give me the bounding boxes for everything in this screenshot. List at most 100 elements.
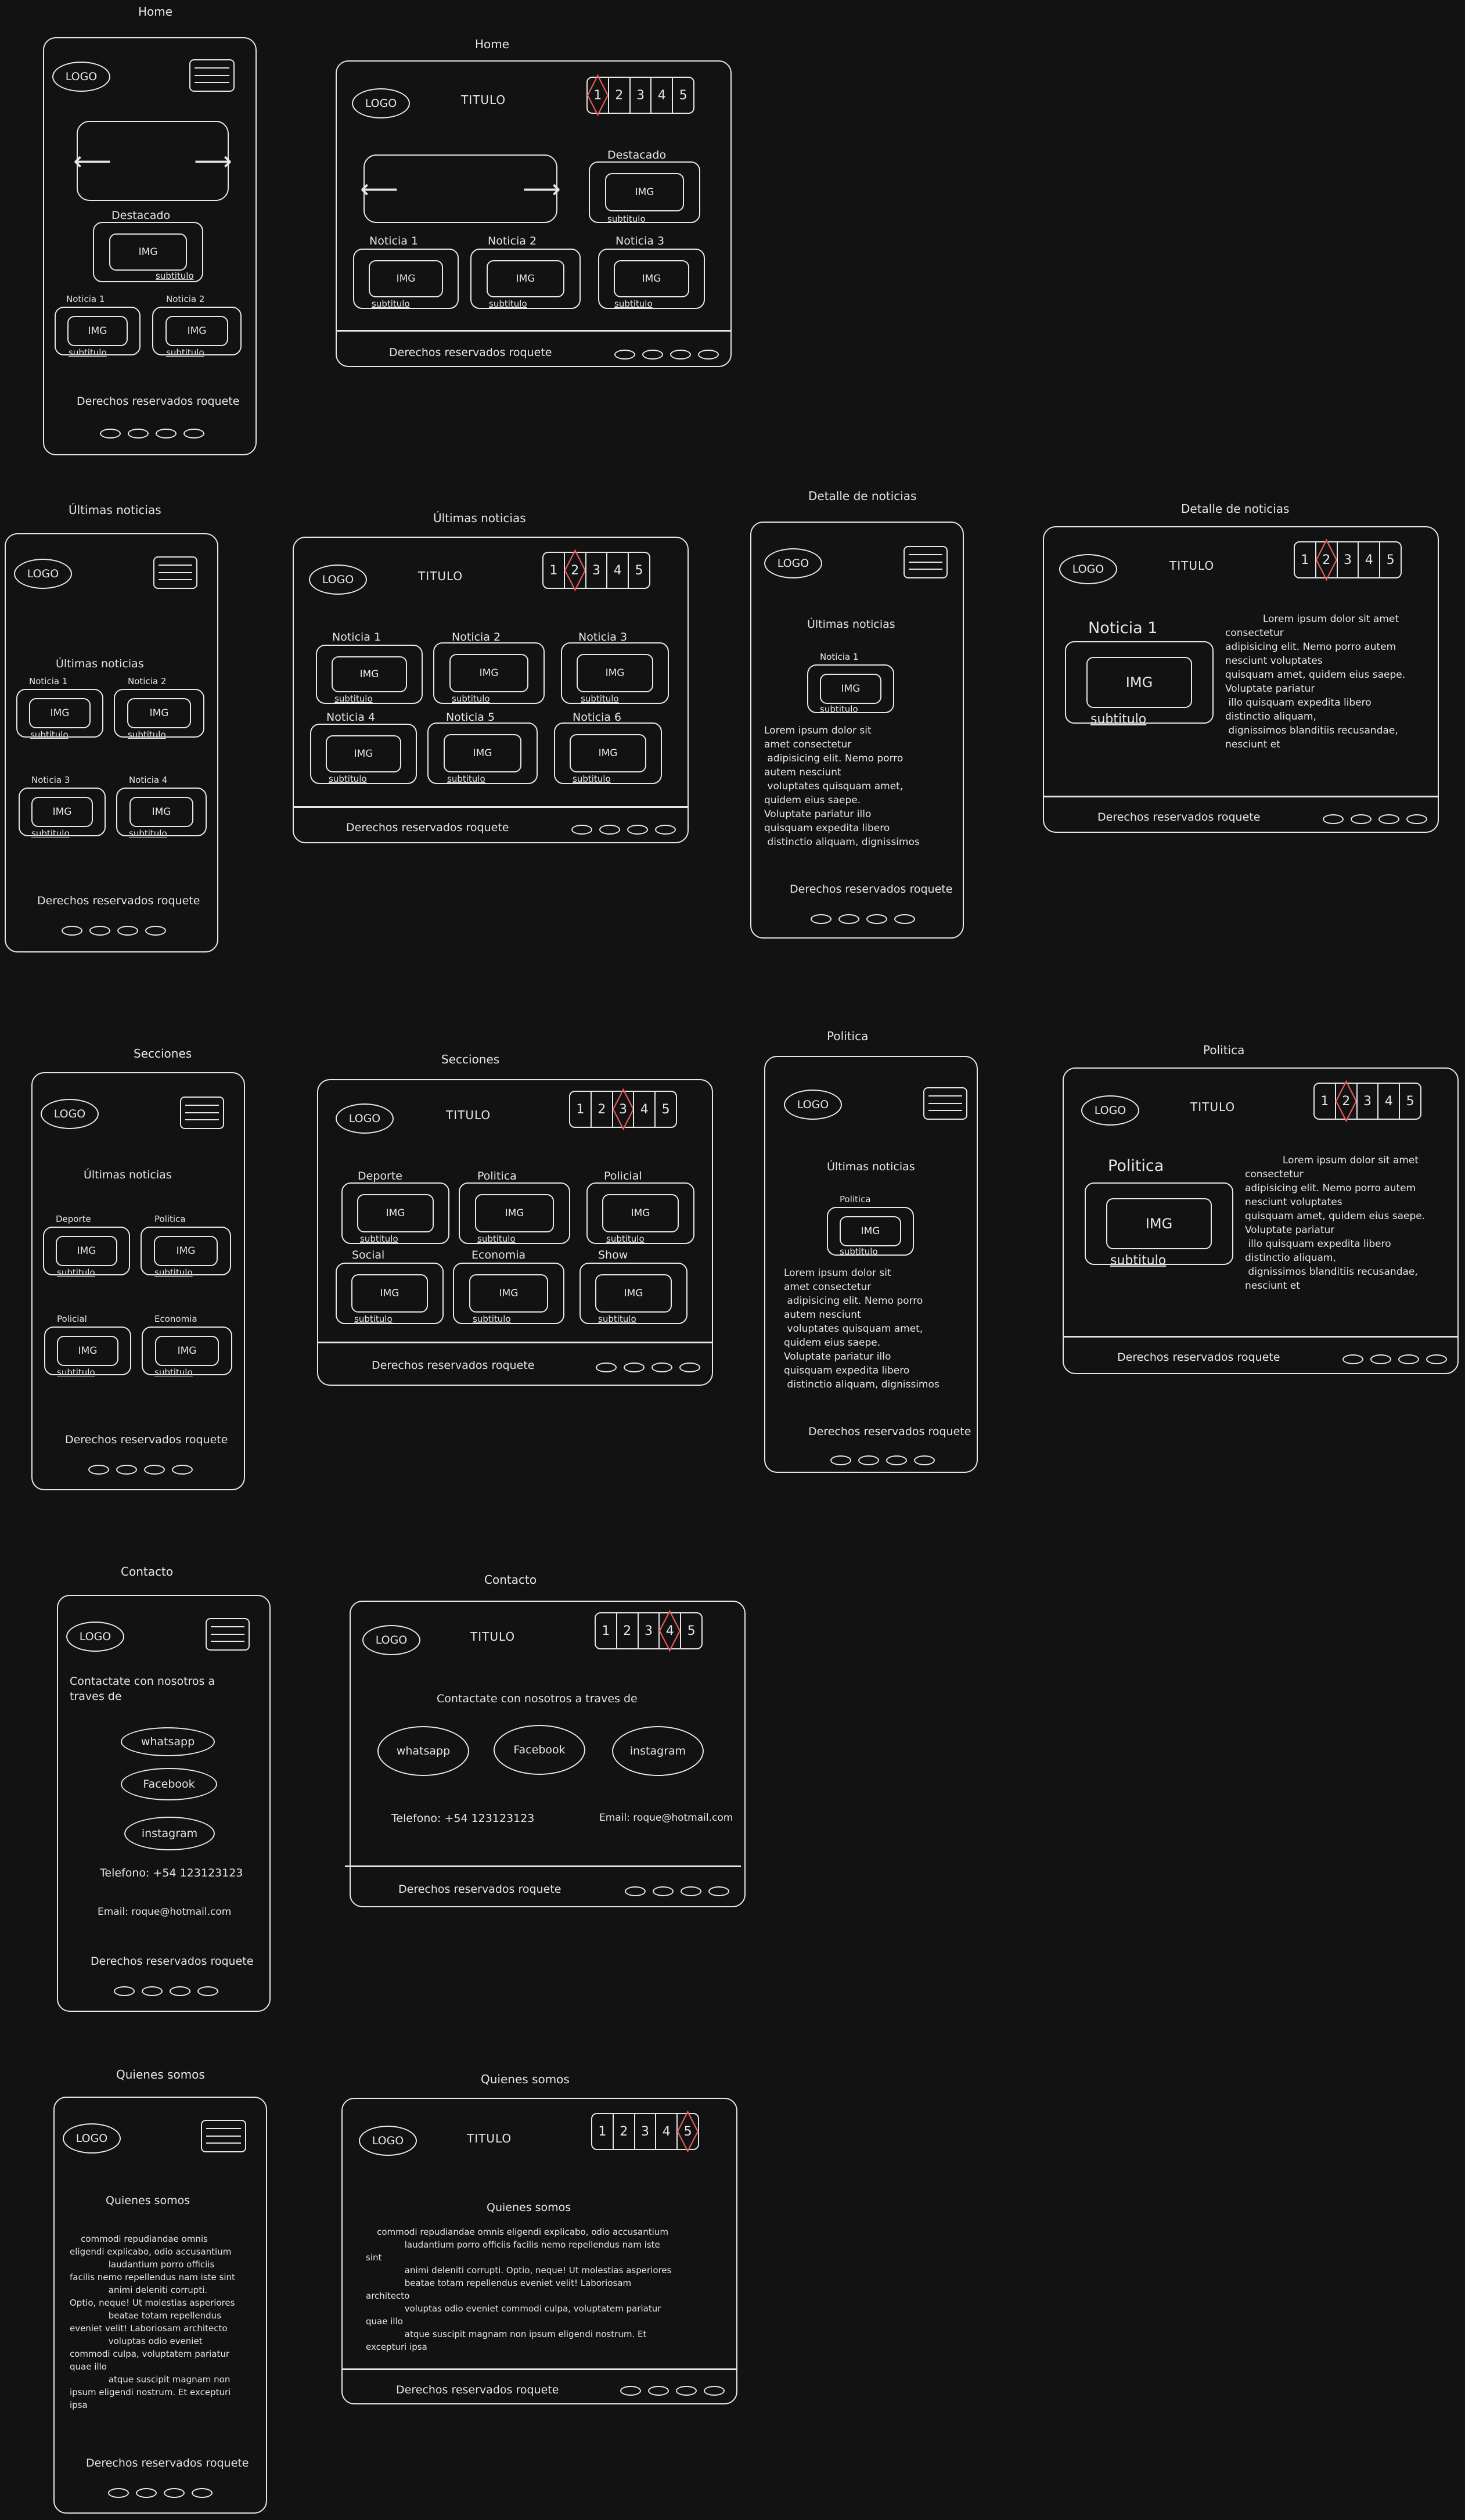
news-image[interactable]: IMG	[427, 722, 538, 784]
news-image[interactable]: IMG	[433, 642, 545, 704]
tab-2[interactable]: 2	[1315, 538, 1337, 581]
tab-5[interactable]: 5	[676, 2110, 699, 2153]
social-dots[interactable]	[1342, 1354, 1447, 1364]
logo[interactable]: LOGO	[1081, 1095, 1139, 1126]
tab-4[interactable]: 4	[1358, 542, 1379, 577]
hamburger-menu-icon[interactable]	[206, 1618, 250, 1651]
logo[interactable]: LOGO	[362, 1625, 420, 1655]
instagram-button[interactable]: instagram	[612, 1726, 704, 1776]
tab-4[interactable]: 4	[1377, 1084, 1399, 1119]
tab-4[interactable]: 4	[658, 1609, 681, 1652]
tab-2[interactable]: 2	[612, 2114, 634, 2149]
tab-5[interactable]: 5	[680, 1613, 701, 1648]
logo[interactable]: LOGO	[309, 565, 367, 595]
news-image[interactable]: IMG	[114, 689, 204, 738]
tab-5[interactable]: 5	[654, 1092, 676, 1127]
social-dots[interactable]	[100, 429, 204, 438]
tab-1[interactable]: 1	[602, 1623, 610, 1638]
news-image[interactable]: IMG	[16, 689, 103, 738]
logo[interactable]: LOGO	[359, 2126, 417, 2156]
social-dots[interactable]	[88, 1465, 193, 1475]
nav-tabs[interactable]: 1 2 3 4 5	[542, 549, 650, 592]
section-image[interactable]: IMG	[459, 1182, 570, 1244]
section-image[interactable]: IMG	[453, 1263, 564, 1324]
news-image[interactable]: IMG	[807, 664, 894, 713]
nav-tabs[interactable]: 1 2 3 4 5	[1313, 1080, 1421, 1123]
nav-tabs[interactable]: 1 2 3 4 5	[595, 1609, 703, 1652]
social-dots[interactable]	[620, 2386, 725, 2396]
logo[interactable]: LOGO	[764, 548, 822, 578]
news-image[interactable]: IMG	[561, 642, 669, 704]
social-dots[interactable]	[114, 1986, 218, 1996]
carousel[interactable]: ⟵ ⟶	[73, 121, 232, 201]
news-image[interactable]: IMG	[55, 307, 141, 355]
tab-2[interactable]: 2	[1334, 1080, 1357, 1123]
news-image[interactable]: IMG	[19, 788, 106, 836]
tab-1[interactable]: 1	[1320, 1094, 1329, 1109]
nav-tabs[interactable]: 1 2 3 4 5	[586, 74, 694, 117]
news-image[interactable]: IMG	[470, 249, 581, 309]
tab-5[interactable]: 5	[628, 553, 649, 588]
tab-3[interactable]: 3	[629, 78, 651, 113]
tab-1[interactable]: 1	[549, 563, 558, 578]
tab-1[interactable]: 1	[598, 2124, 607, 2139]
news-image[interactable]: IMG	[316, 645, 423, 704]
section-image[interactable]: IMG	[44, 1326, 131, 1375]
logo[interactable]: LOGO	[784, 1090, 842, 1120]
news-image[interactable]: IMG	[598, 249, 705, 309]
news-image[interactable]: IMG	[116, 788, 207, 836]
social-dots[interactable]	[811, 914, 915, 924]
instagram-button[interactable]: instagram	[124, 1817, 215, 1850]
section-image[interactable]: IMG	[586, 1182, 694, 1244]
tab-4[interactable]: 4	[655, 2114, 676, 2149]
tab-3[interactable]: 3	[637, 1613, 659, 1648]
logo[interactable]: LOGO	[352, 88, 410, 118]
tab-3[interactable]: 3	[585, 553, 607, 588]
logo[interactable]: LOGO	[1059, 554, 1117, 584]
logo[interactable]: LOGO	[52, 62, 110, 92]
section-image[interactable]: IMG	[43, 1227, 130, 1275]
hamburger-menu-icon[interactable]	[189, 59, 235, 92]
nav-tabs[interactable]: 1 2 3 4 5	[569, 1088, 677, 1131]
logo[interactable]: LOGO	[14, 559, 72, 589]
politica-detail-image[interactable]: IMG	[1085, 1182, 1233, 1265]
tab-2[interactable]: 2	[563, 549, 586, 592]
carousel[interactable]: ⟵ ⟶	[360, 154, 561, 223]
logo[interactable]: LOGO	[66, 1622, 124, 1652]
logo[interactable]: LOGO	[41, 1099, 99, 1129]
section-image[interactable]: IMG	[141, 1227, 231, 1275]
social-dots[interactable]	[1323, 814, 1427, 824]
arrow-left-icon[interactable]: ⟵	[360, 173, 398, 204]
news-image[interactable]: IMG	[310, 724, 417, 784]
tab-2[interactable]: 2	[615, 1613, 638, 1648]
tab-2[interactable]: 2	[607, 78, 629, 113]
social-dots[interactable]	[62, 926, 166, 936]
arrow-right-icon[interactable]: ⟶	[523, 173, 561, 204]
whatsapp-button[interactable]: whatsapp	[377, 1726, 469, 1776]
social-dots[interactable]	[571, 825, 676, 835]
contact-email[interactable]: Email: roque@hotmail.com	[98, 1906, 232, 1918]
social-dots[interactable]	[625, 1886, 729, 1896]
featured-image[interactable]: IMG	[589, 161, 700, 223]
news-image[interactable]: IMG	[353, 249, 459, 309]
nav-tabs[interactable]: 1 2 3 4 5	[1294, 538, 1402, 581]
facebook-button[interactable]: Facebook	[121, 1768, 217, 1800]
facebook-button[interactable]: Facebook	[494, 1725, 585, 1775]
hamburger-menu-icon[interactable]	[180, 1097, 224, 1129]
arrow-right-icon[interactable]: ⟶	[194, 145, 232, 177]
hamburger-menu-icon[interactable]	[923, 1087, 967, 1120]
tab-3[interactable]: 3	[1356, 1084, 1378, 1119]
tab-3[interactable]: 3	[1336, 542, 1358, 577]
logo[interactable]: LOGO	[63, 2123, 121, 2154]
tab-4[interactable]: 4	[633, 1092, 654, 1127]
contact-email[interactable]: Email: roque@hotmail.com	[599, 1812, 733, 1824]
section-image[interactable]: IMG	[579, 1263, 687, 1324]
tab-3[interactable]: 3	[633, 2114, 656, 2149]
hamburger-menu-icon[interactable]	[904, 546, 948, 578]
tab-1[interactable]: 1	[576, 1102, 585, 1117]
tab-5[interactable]: 5	[672, 78, 693, 113]
social-dots[interactable]	[614, 350, 719, 360]
arrow-left-icon[interactable]: ⟵	[73, 145, 111, 177]
social-dots[interactable]	[830, 1455, 935, 1465]
tab-3[interactable]: 3	[611, 1088, 634, 1131]
